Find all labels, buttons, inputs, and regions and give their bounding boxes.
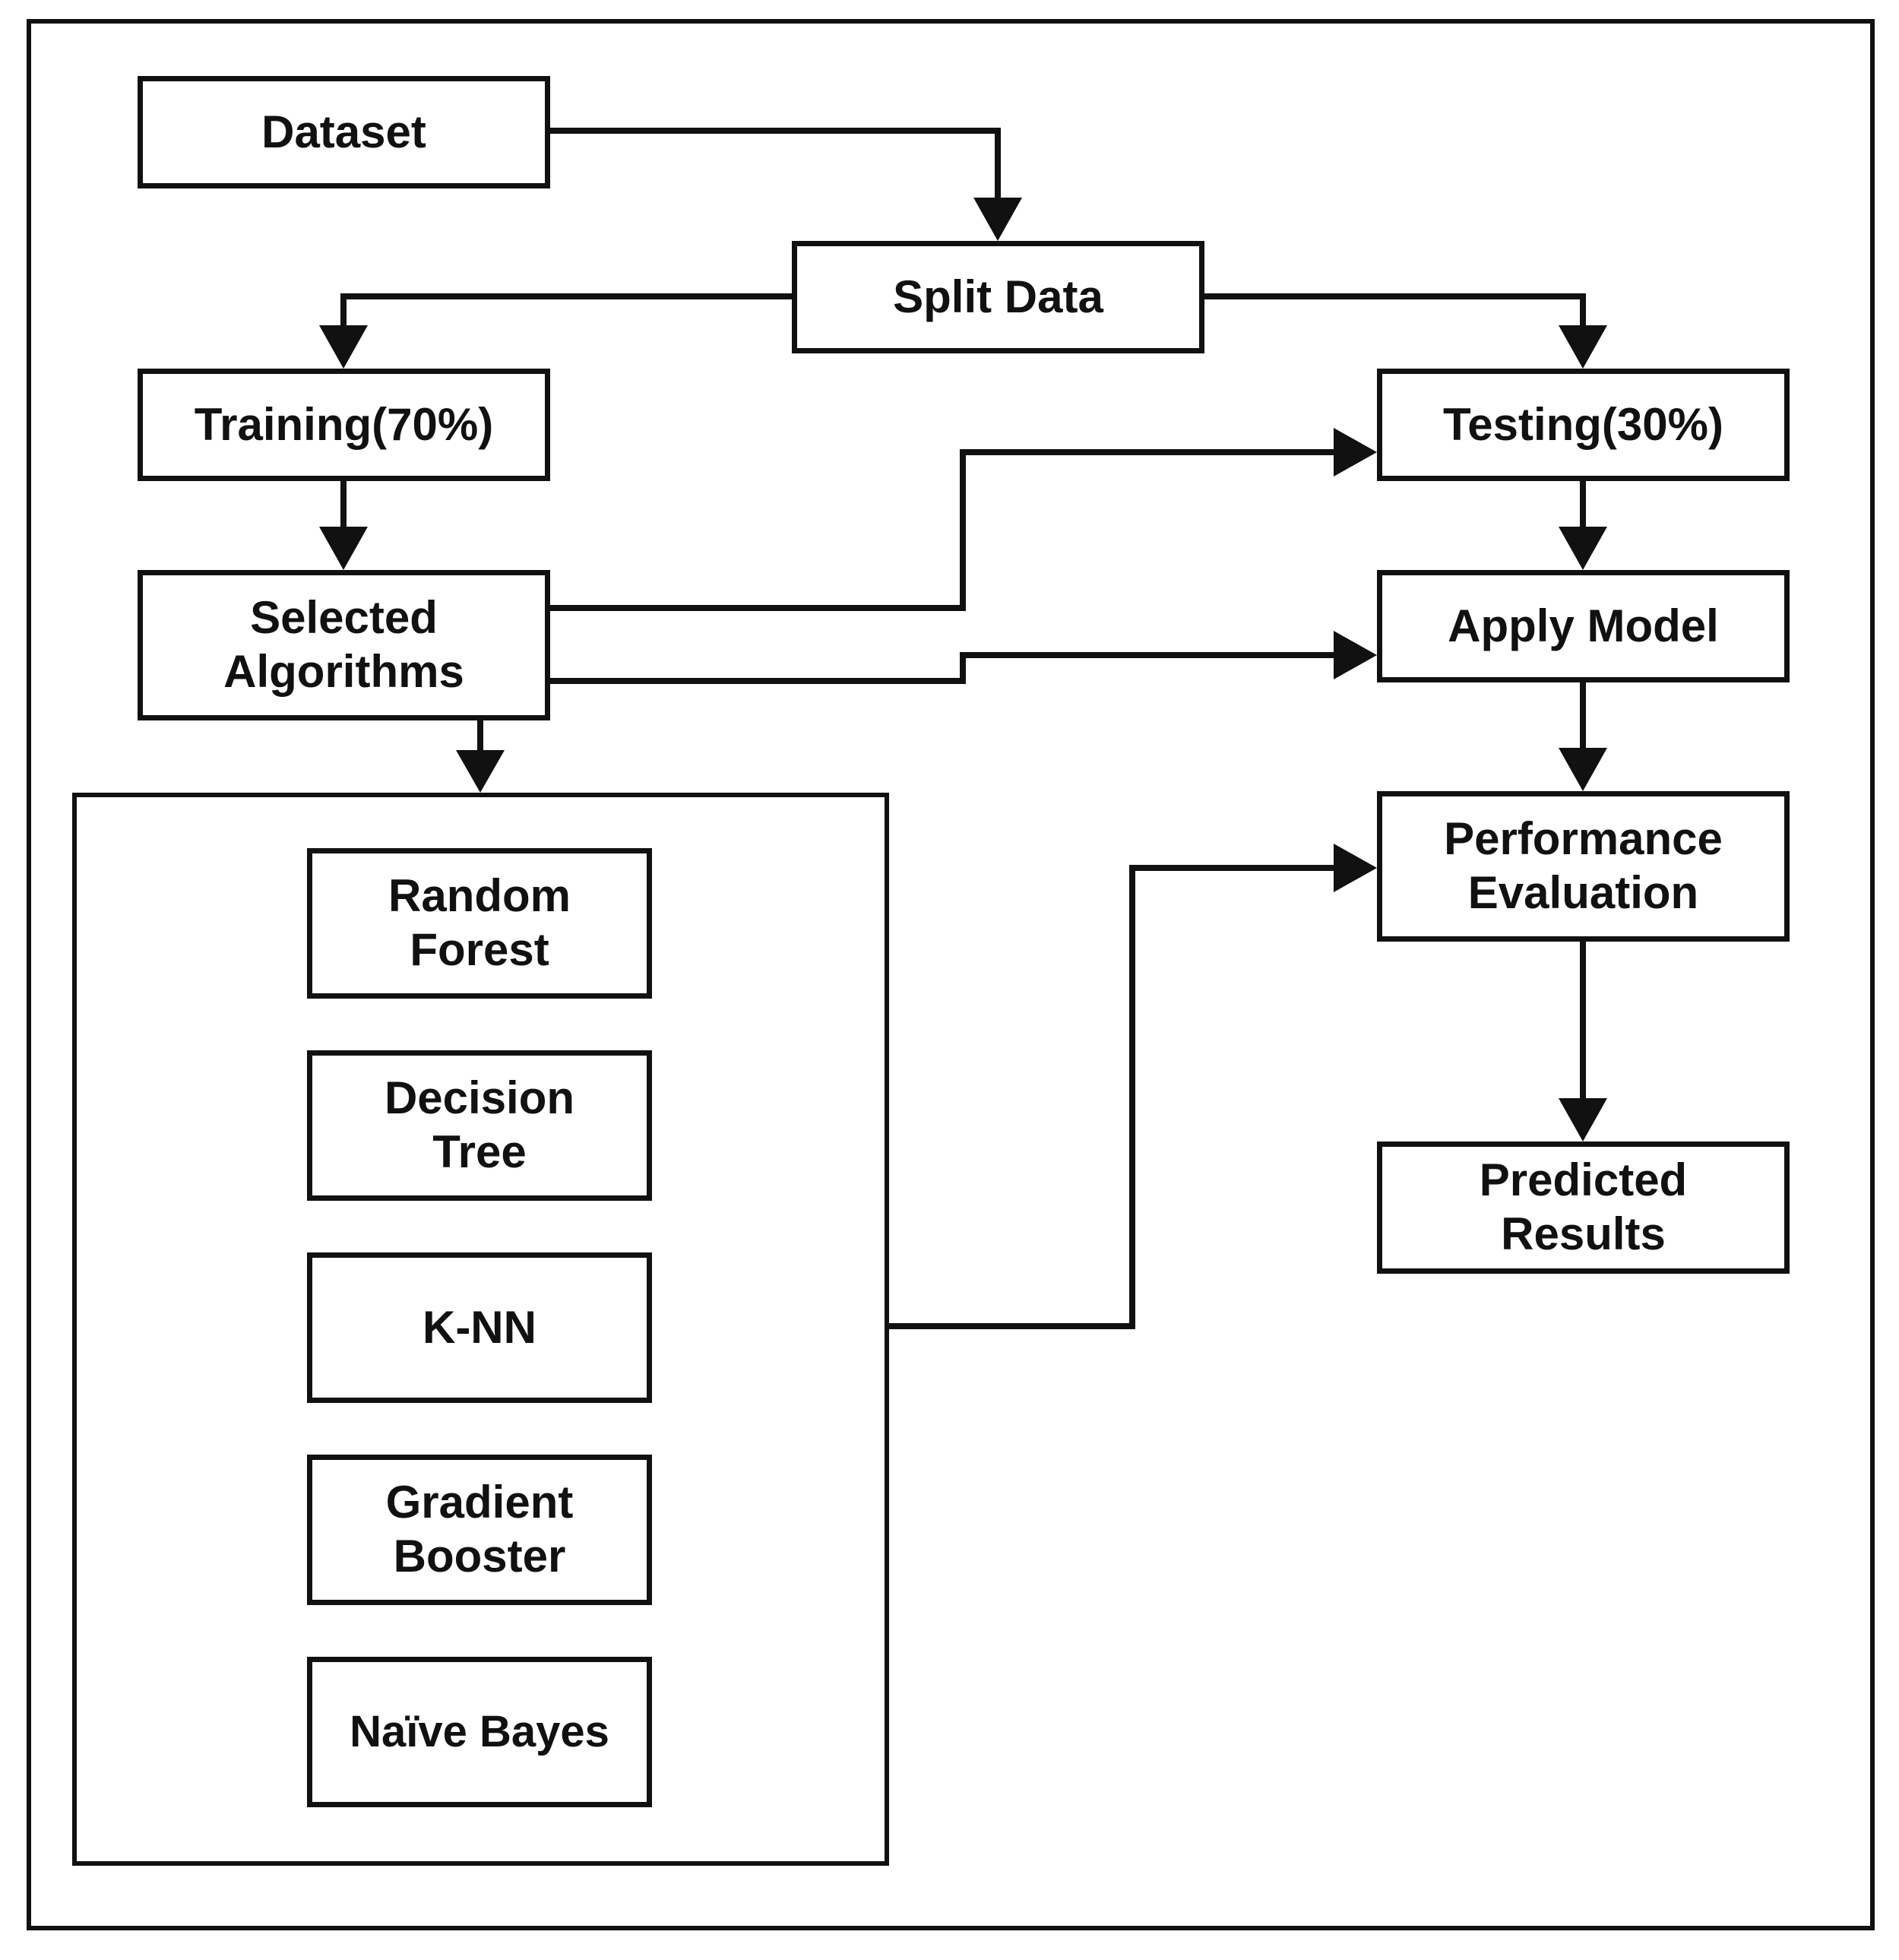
gradient-booster-box: Gradient Booster [307, 1455, 652, 1605]
arrow-selected-to-apply [550, 652, 1364, 684]
performance-evaluation-box: Performance Evaluation [1377, 791, 1790, 942]
arrowhead [456, 750, 505, 793]
arrowhead [1559, 527, 1607, 570]
dataset-box: Dataset [138, 76, 550, 188]
apply-model-box: Apply Model [1377, 570, 1790, 682]
arrowhead [319, 527, 368, 570]
training-box: Training(70%) [138, 369, 550, 481]
decision-tree-box: Decision Tree [307, 1050, 652, 1201]
selected-algorithms-box: Selected Algorithms [138, 570, 550, 720]
arrowhead [973, 198, 1022, 241]
testing-box: Testing(30%) [1377, 369, 1790, 481]
arrow-split-to-testing [1204, 293, 1586, 356]
outer-frame [27, 19, 1875, 1930]
predicted-results-box: Predicted Results [1377, 1141, 1790, 1274]
naive-bayes-box: Naïve Bayes [307, 1657, 652, 1807]
arrow-dataset-to-split [550, 128, 1001, 228]
arrow-split-to-training [340, 293, 792, 356]
split-data-box: Split Data [792, 241, 1204, 353]
arrowhead [1559, 325, 1607, 369]
arrowhead [1334, 844, 1377, 892]
knn-box: K-NN [307, 1252, 652, 1403]
arrow-group-to-performance [889, 865, 1364, 1329]
arrowhead [1559, 1098, 1607, 1141]
arrowhead [1334, 631, 1377, 679]
arrow-selected-to-testing [550, 449, 1364, 611]
arrowhead [319, 325, 368, 369]
random-forest-box: Random Forest [307, 848, 652, 999]
arrowhead [1559, 748, 1607, 791]
arrowhead [1334, 428, 1377, 477]
